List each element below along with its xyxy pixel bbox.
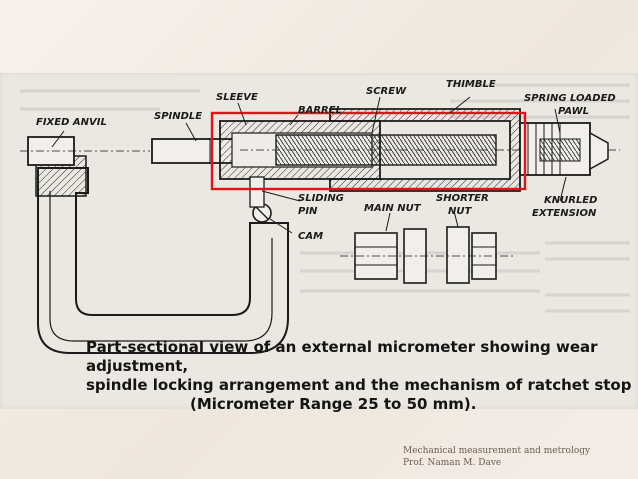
caption-line-3: (Micrometer Range 25 to 50 mm). bbox=[190, 395, 477, 413]
highlight-box bbox=[210, 111, 527, 191]
label-knurled: KNURLED bbox=[544, 195, 597, 206]
label-fixed-anvil: FIXED ANVIL bbox=[36, 117, 107, 128]
leader-lines bbox=[51, 96, 567, 234]
label-shorter: SHORTER bbox=[436, 193, 489, 204]
label-pawl: PAWL bbox=[558, 106, 589, 117]
label-sleeve: SLEEVE bbox=[216, 92, 258, 103]
label-pin: PIN bbox=[298, 206, 318, 217]
fixed-anvil bbox=[27, 136, 75, 166]
label-cam: CAM bbox=[298, 231, 323, 242]
micrometer-diagram: FIXED ANVIL SPINDLE SLEEVE BARREL SCREW … bbox=[20, 79, 630, 354]
footer-author: Prof. Naman M. Dave bbox=[403, 458, 502, 468]
footer-course: Mechanical measurement and metrology bbox=[403, 446, 591, 456]
label-screw: SCREW bbox=[366, 86, 407, 97]
spring bbox=[539, 138, 581, 162]
label-spindle: SPINDLE bbox=[154, 111, 202, 122]
figure-caption: Part-sectional view of an external micro… bbox=[86, 338, 638, 414]
caption-line-1: Part-sectional view of an external micro… bbox=[86, 338, 598, 375]
label-main-nut: MAIN NUT bbox=[364, 203, 422, 214]
micrometer-frame bbox=[37, 167, 289, 354]
pawl bbox=[589, 131, 609, 171]
caption-line-2: spindle locking arrangement and the mech… bbox=[86, 376, 632, 394]
sliding-pin bbox=[249, 176, 265, 208]
label-nut: NUT bbox=[448, 206, 472, 217]
label-sliding: SLIDING bbox=[298, 193, 344, 204]
label-spring-loaded: SPRING LOADED bbox=[524, 93, 616, 104]
label-extension: EXTENSION bbox=[532, 208, 597, 219]
shorter-nut bbox=[446, 226, 497, 284]
label-barrel: BARREL bbox=[298, 105, 342, 116]
label-thimble: THIMBLE bbox=[446, 79, 496, 90]
slide-footer: Mechanical measurement and metrology Pro… bbox=[403, 445, 590, 469]
